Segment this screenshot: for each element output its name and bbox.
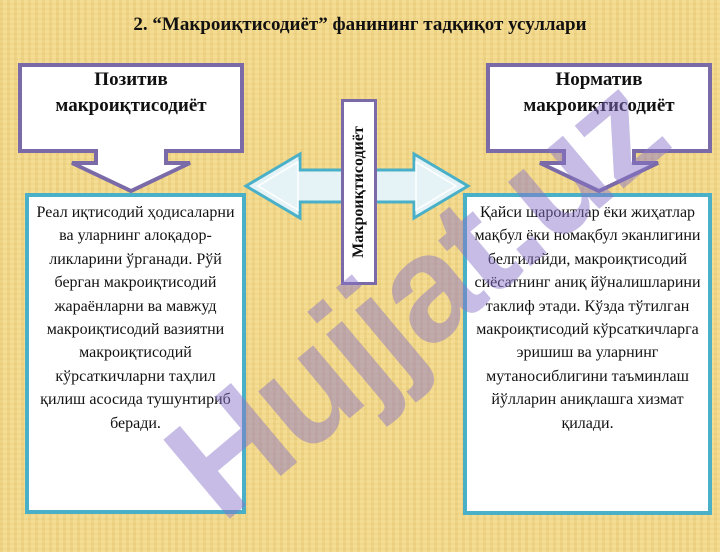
normative-description-panel: Қайси шароитлар ёки жиҳатлар мақбул ёки … bbox=[463, 193, 712, 515]
right-header-line-1: Норматив bbox=[555, 69, 643, 90]
macroeconomics-vertical-label-box: Макроиқтисодиёт bbox=[341, 99, 377, 285]
normative-macroeconomics-callout: Норматив макроиқтисодиёт bbox=[486, 63, 712, 195]
page-title: 2. “Макроиқтисодиёт” фанининг тадқиқот у… bbox=[133, 14, 587, 35]
right-header-line-2: макроиқтисодиёт bbox=[523, 95, 675, 116]
left-callout-shape bbox=[18, 63, 244, 194]
positive-description-text: Реал иқтисодий ҳодисаларни ва уларнинг а… bbox=[36, 204, 235, 432]
left-header-line-2: макроиқтисодиёт bbox=[55, 95, 207, 116]
macroeconomics-vertical-label: Макроиқтисодиёт bbox=[350, 126, 367, 258]
positive-description-panel: Реал иқтисодий ҳодисаларни ва уларнинг а… bbox=[25, 193, 246, 514]
left-header-line-1: Позитив bbox=[94, 69, 168, 90]
positive-macroeconomics-callout: Позитив макроиқтисодиёт bbox=[18, 63, 244, 195]
right-callout-shape bbox=[486, 63, 712, 194]
normative-description-text: Қайси шароитлар ёки жиҳатлар мақбул ёки … bbox=[474, 204, 701, 432]
